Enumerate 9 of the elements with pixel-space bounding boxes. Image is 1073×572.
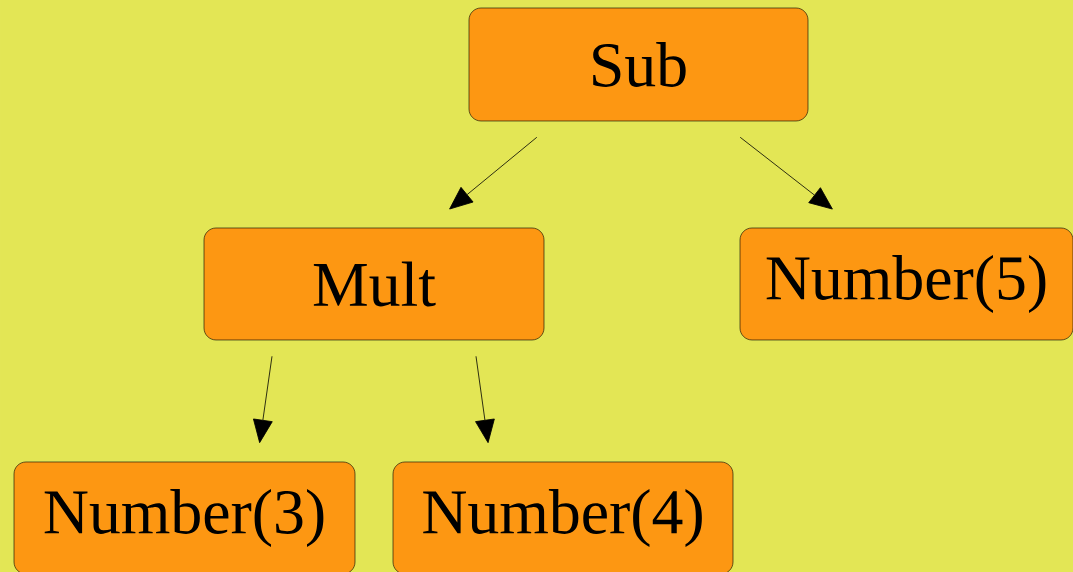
process-box: Number(5) bbox=[739, 227, 1073, 341]
process-box: Number(4) bbox=[392, 461, 734, 572]
arrow bbox=[253, 355, 273, 444]
process-box: Mult bbox=[203, 227, 545, 341]
arrow bbox=[475, 355, 495, 444]
arrow bbox=[449, 136, 538, 210]
process-box: Number(3) bbox=[13, 461, 356, 572]
process-box: Sub bbox=[468, 7, 809, 122]
arrow bbox=[739, 136, 833, 210]
